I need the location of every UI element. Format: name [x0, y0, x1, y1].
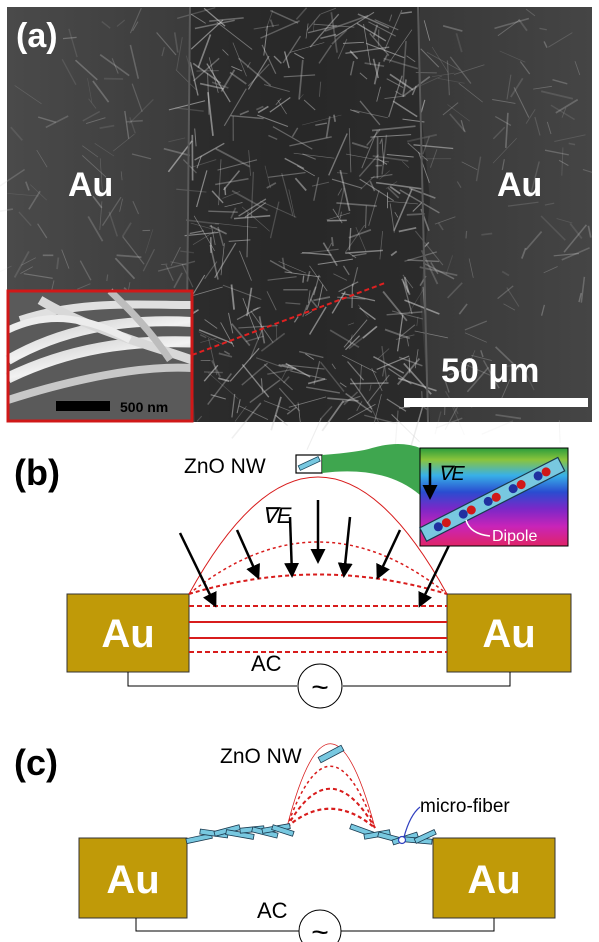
ac-label: AC	[251, 651, 282, 676]
callout-gradient-label: ∇E	[438, 463, 465, 485]
left-electrode	[78, 837, 188, 919]
panel-c: (c) Au Au	[14, 742, 556, 942]
right-au-label: Au	[482, 612, 535, 656]
inset-pointer-line	[191, 282, 386, 356]
scale-bar	[404, 398, 588, 407]
panel-b: (b) Au Au ∇E ZnO	[14, 444, 572, 709]
right-au-label: Au	[467, 858, 520, 902]
callout-nanowire	[418, 456, 566, 543]
inset-border	[6, 289, 194, 423]
nanowire-label: ZnO NW	[220, 745, 302, 768]
nanowire	[297, 456, 321, 471]
nanowire-mesh	[0, 7, 593, 450]
inset-scale-bar	[56, 401, 110, 411]
dipole-pointer	[465, 519, 491, 537]
circuit-wire	[127, 672, 511, 687]
field-lines-curved	[188, 476, 448, 595]
field-gradient-arrows	[178, 500, 457, 608]
field-lines-straight	[189, 605, 447, 653]
inset-scale-bar-label: 500 nm	[120, 399, 168, 415]
free-nanowire	[317, 744, 345, 764]
circuit-wire	[135, 918, 495, 932]
micro-fiber-right	[349, 823, 437, 846]
fiber-marker	[397, 835, 407, 845]
ac-source-symbol: ~	[311, 916, 329, 942]
ac-source-symbol: ~	[311, 671, 329, 704]
field-lines-curved	[286, 743, 376, 829]
panel-c-label: (c)	[14, 742, 58, 783]
right-electrode	[446, 593, 572, 673]
micro-fiber-left	[185, 823, 295, 845]
dipoles	[433, 467, 551, 532]
right-au-label: Au	[497, 166, 542, 204]
left-au-label: Au	[101, 612, 154, 656]
callout-funnel	[322, 444, 420, 495]
ac-label: AC	[257, 898, 288, 923]
nanowire-label: ZnO NW	[184, 455, 266, 478]
inset-zoom: 500 nm	[5, 288, 194, 423]
left-au-label: Au	[68, 166, 113, 204]
panel-a: (a) Au Au 50 μm 500 nm	[0, 6, 593, 450]
fiber-label: micro-fiber	[420, 796, 510, 817]
scale-bar-label: 50 μm	[441, 352, 539, 390]
left-electrode	[66, 593, 190, 673]
right-electrode-edge	[417, 6, 429, 423]
right-electrode	[432, 837, 556, 919]
ac-source	[298, 909, 342, 942]
dipole-label: Dipole	[492, 528, 537, 545]
gradient-label: ∇E	[262, 503, 292, 528]
fiber-pointer	[403, 806, 421, 838]
left-au-label: Au	[106, 858, 159, 902]
panel-b-label: (b)	[14, 452, 60, 493]
ac-source	[297, 663, 343, 709]
panel-a-label: (a)	[16, 17, 58, 55]
gap-region	[188, 7, 430, 422]
